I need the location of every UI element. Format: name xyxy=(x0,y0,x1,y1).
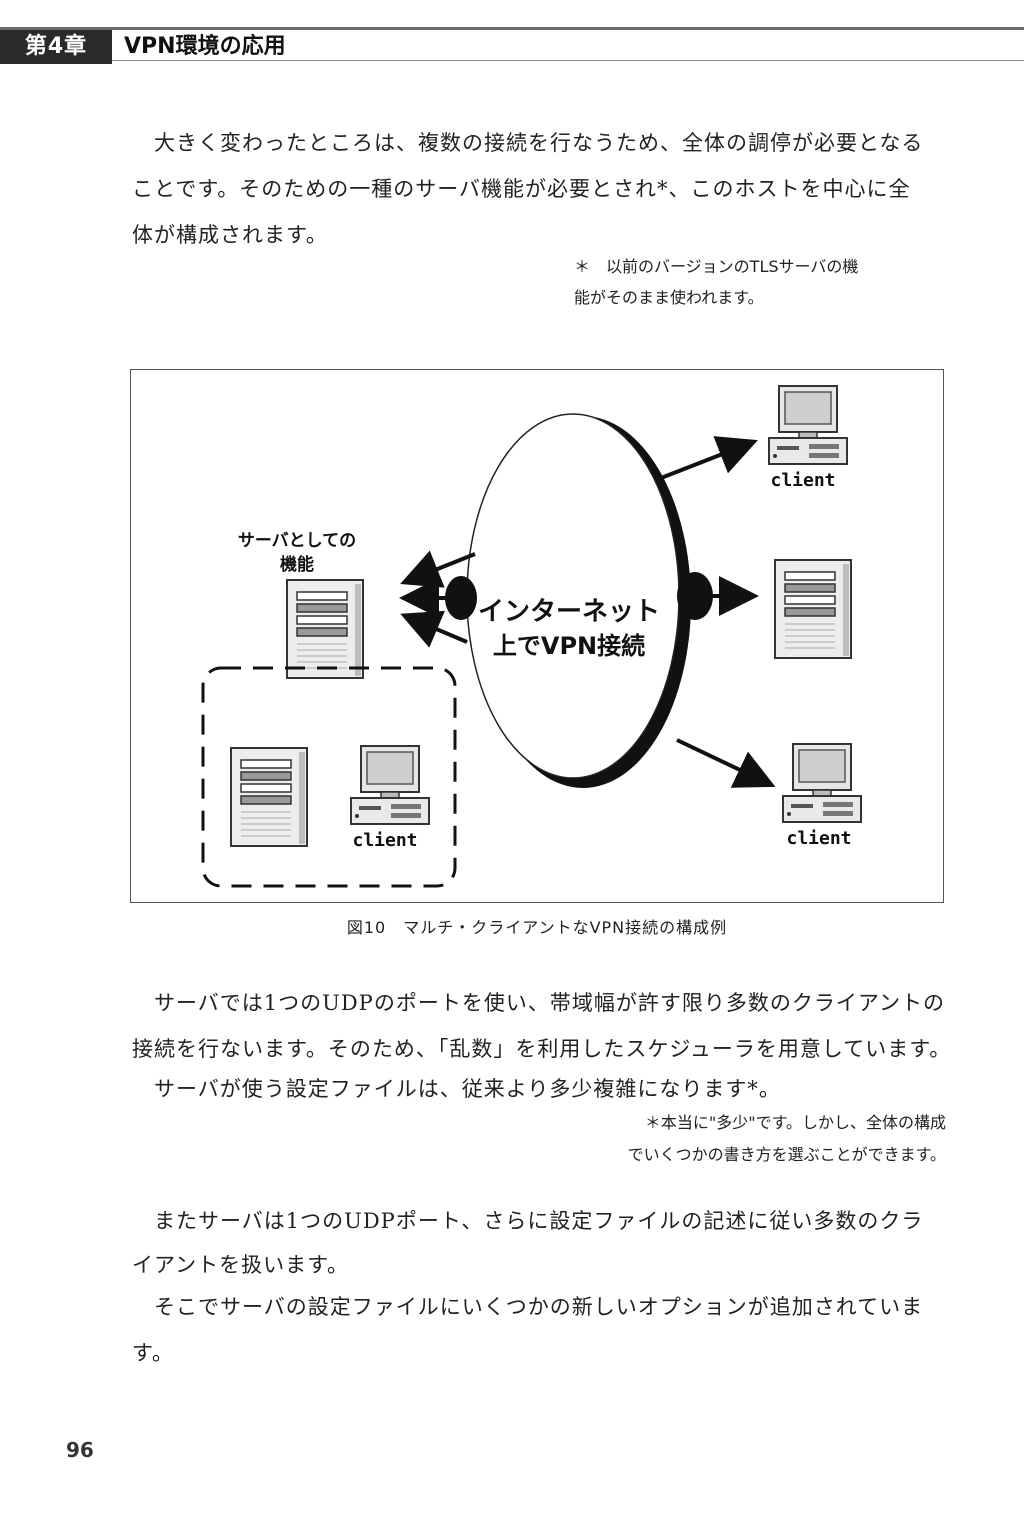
internet-label-line-2: 上でVPN接続 xyxy=(493,632,645,660)
right-connector-dot xyxy=(677,572,713,620)
footnote-1-line-2: 能がそのまま使われます。 xyxy=(574,288,764,307)
paragraph-4-line-1: またサーバは1つのUDPポート、さらに設定ファイルの記述に従い多数のクラ xyxy=(154,1209,924,1233)
footnote-2-line-2: でいくつかの書き方を選ぶことができます。 xyxy=(627,1145,946,1164)
paragraph-4-line-2: イアントを扱います。 xyxy=(132,1253,350,1277)
paragraph-1-line-3: 体が構成されます。 xyxy=(132,223,328,247)
server-label-line-2: 機能 xyxy=(280,554,314,575)
footnote-1-line-1: ＊ 以前のバージョンのTLSサーバの機 xyxy=(574,257,859,276)
client-pc-bottom-icon xyxy=(782,743,862,823)
local-client-pc-icon xyxy=(350,745,430,825)
server-label-line-1: サーバとしての xyxy=(238,531,356,551)
arrow-to-client-top xyxy=(660,436,758,480)
paragraph-3-line-1: サーバが使う設定ファイルは、従来より多少複雑になります*。 xyxy=(154,1077,781,1101)
left-connector-dot xyxy=(445,576,477,620)
arrow-to-client-bottom xyxy=(676,738,776,788)
local-network-box xyxy=(201,666,457,888)
header-rule xyxy=(0,27,1024,30)
paragraph-2-line-1: サーバでは1つのUDPのポートを使い、帯域幅が許す限り多数のクライアントの xyxy=(154,991,945,1015)
network-diagram: インターネット 上でVPN接続 サーバとしての 機能 client client… xyxy=(201,385,862,888)
paragraph-1-line-1: 大きく変わったところは、複数の接続を行なうため、全体の調停が必要となる xyxy=(154,131,924,155)
internet-label-line-1: インターネット xyxy=(478,597,660,627)
internet-ellipse xyxy=(466,413,680,779)
header-rule-secondary xyxy=(0,60,1024,61)
footnote-2-line-1: ＊本当に"多少"です。しかし、全体の構成 xyxy=(644,1113,946,1132)
client-top-label: client xyxy=(770,470,835,491)
arrow-to-server-1 xyxy=(400,550,476,588)
remote-server-icon xyxy=(774,559,852,659)
figure-caption: 図10 マルチ・クライアントなVPN接続の構成例 xyxy=(346,918,728,937)
figure-10: インターネット 上でVPN接続 サーバとしての 機能 client client… xyxy=(130,369,944,903)
local-client-label: client xyxy=(352,830,417,851)
paragraph-1-line-2: ことです。そのための一種のサーバ機能が必要とされ*、このホストを中心に全 xyxy=(132,177,911,201)
vpn-server-icon xyxy=(286,579,364,679)
chapter-label: 第4章 xyxy=(0,30,112,64)
paragraph-2-line-2: 接続を行ないます。そのため、「乱数」を利用したスケジューラを用意しています。 xyxy=(132,1037,952,1061)
paragraph-5-line-1: そこでサーバの設定ファイルにいくつかの新しいオプションが追加されています。 xyxy=(132,1295,924,1365)
client-bottom-label: client xyxy=(786,828,851,849)
arrow-to-server-3 xyxy=(400,610,468,648)
local-server-icon xyxy=(230,747,308,847)
client-pc-top-icon xyxy=(768,385,848,465)
chapter-title: VPN環境の応用 xyxy=(124,34,286,59)
page-number: 96 xyxy=(66,1438,94,1462)
